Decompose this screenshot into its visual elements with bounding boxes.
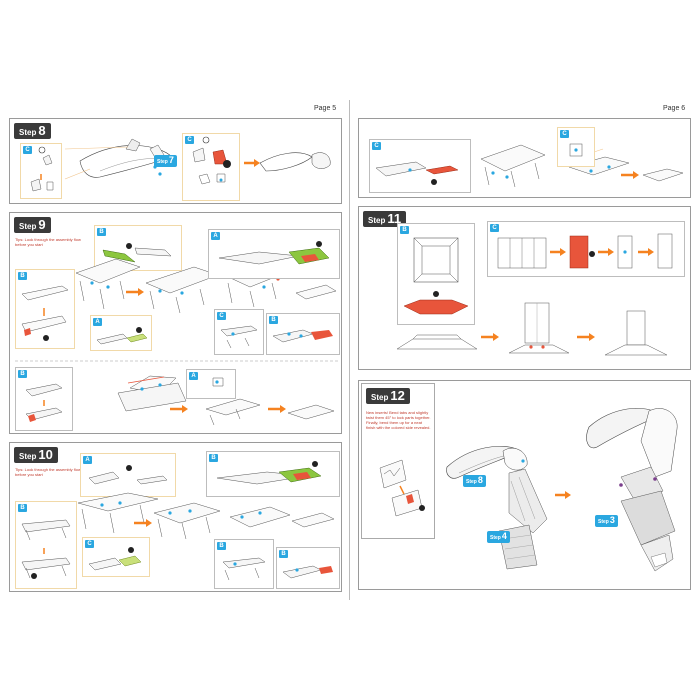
- badge-a: A: [189, 372, 198, 380]
- sub-c40: C: [369, 139, 471, 193]
- step-10-sub-a35: A: [80, 453, 176, 497]
- badge-b: B: [209, 454, 218, 462]
- step-7-callout: Step7: [154, 155, 177, 167]
- part-diagram: [222, 557, 266, 581]
- badge-b: B: [18, 504, 27, 512]
- badge-c: C: [560, 130, 569, 138]
- badge-b: B: [97, 228, 106, 236]
- toucan-final-assembly-diagram: [446, 407, 678, 572]
- step-9-tip: Tips: Look through the assembly flow bef…: [15, 237, 81, 247]
- step-9-sub-a29: A: [208, 229, 340, 279]
- badge-a: A: [83, 456, 92, 464]
- part-diagram: [21, 285, 69, 341]
- step-8-sub-c24: C: [20, 143, 62, 199]
- badge-c: C: [185, 136, 194, 144]
- part-diagram: [375, 161, 459, 185]
- frame-assembly-diagram: [480, 144, 684, 188]
- step-10-continued-panel: C C: [358, 118, 691, 198]
- badge-b: B: [18, 272, 27, 280]
- step-9-sub-b32: B: [15, 367, 73, 431]
- badge-b: B: [18, 370, 27, 378]
- part-diagram: [192, 136, 231, 185]
- insert-tab-diagram: [379, 459, 425, 517]
- badge-c: C: [490, 224, 499, 232]
- page-divider: [349, 100, 350, 600]
- step-11-sub-c43: C: [487, 221, 685, 277]
- step-9-sub-a28: A: [90, 315, 152, 351]
- part-diagram: [96, 327, 148, 345]
- badge-a: A: [211, 232, 220, 240]
- step-4-callout: Step4: [487, 531, 510, 543]
- part-diagram: [282, 565, 333, 579]
- part-diagram: [216, 461, 322, 485]
- step-10-sub-b34: B: [15, 501, 77, 589]
- part-diagram: [102, 243, 172, 263]
- step-10-sub-b39: B: [276, 547, 340, 589]
- part-diagram: [403, 237, 469, 315]
- part-diagram: [220, 325, 258, 349]
- step-10-tip: Tips: Look through the assembly flow bef…: [15, 467, 81, 477]
- badge-c: C: [85, 540, 94, 548]
- badge-b: B: [400, 226, 409, 234]
- badge-c: C: [23, 146, 32, 154]
- badge-b: B: [217, 542, 226, 550]
- frame-assembly-diagram: [77, 492, 335, 540]
- badge-b: B: [279, 550, 288, 558]
- step-12-tip: New inserts! Bend tabs and slightly twis…: [366, 410, 431, 430]
- part-diagram: [30, 146, 54, 192]
- part-diagram: [218, 241, 330, 265]
- part-diagram: [88, 547, 142, 571]
- step-9-sub-b31: B: [266, 313, 340, 355]
- page-number-left: Page 5: [314, 105, 337, 112]
- step-8-callout: Step8: [463, 475, 486, 487]
- step-10-sub-b37: B: [206, 451, 340, 497]
- step-9-sub-a33: A: [186, 369, 236, 399]
- step-3-callout: Step3: [595, 515, 618, 527]
- badge-a: A: [93, 318, 102, 326]
- toucan-beak-diagram: [64, 138, 331, 180]
- step-10-sub-b38: B: [214, 539, 274, 589]
- part-diagram: [21, 519, 71, 579]
- step-8-sub-c25: C: [182, 133, 240, 201]
- step-9-sub-c30: C: [214, 309, 264, 355]
- part-diagram: [272, 329, 333, 343]
- step-11-sub-b42: B: [397, 223, 475, 325]
- part-diagram: [569, 143, 583, 157]
- part-diagram: [88, 465, 168, 485]
- badge-c: C: [217, 312, 226, 320]
- stand-assembly-diagram: [396, 302, 668, 356]
- part-diagram: [25, 383, 63, 422]
- sub-c41: C: [557, 127, 595, 167]
- page-number-right: Page 6: [663, 105, 686, 112]
- step-10-sub-c36: C: [82, 537, 150, 577]
- badge-c: C: [372, 142, 381, 150]
- step-9-sub-b26: B: [15, 269, 75, 349]
- part-diagram: [212, 377, 224, 387]
- part-diagram: [497, 233, 673, 269]
- frame-assembly-diagram: [15, 258, 338, 426]
- badge-b: B: [269, 316, 278, 324]
